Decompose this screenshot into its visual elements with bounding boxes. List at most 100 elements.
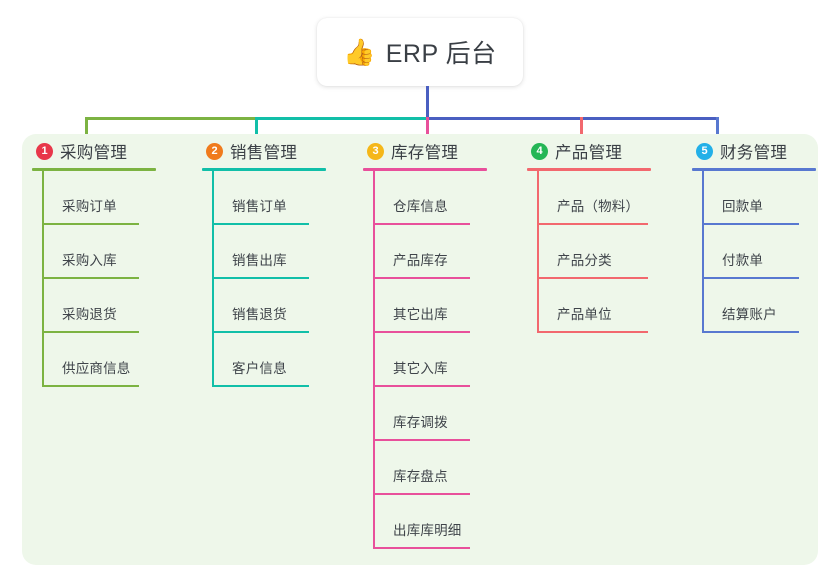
menu-item-rule <box>213 331 309 333</box>
menu-item-rule <box>538 277 648 279</box>
menu-item[interactable]: 结算账户 <box>703 279 816 333</box>
menu-item-label: 库存盘点 <box>393 469 448 484</box>
thumbs-up-icon: 👍 <box>343 37 376 67</box>
root-node-card[interactable]: 👍 ERP 后台 <box>317 18 523 86</box>
column-rule-purchase <box>32 168 156 171</box>
menu-item-rule <box>213 385 309 387</box>
menu-item[interactable]: 销售退货 <box>213 279 326 333</box>
menu-item-rule <box>374 331 470 333</box>
menu-item[interactable]: 采购订单 <box>43 171 156 225</box>
menu-item-label: 产品分类 <box>557 253 612 268</box>
column-badge-sales: 2 <box>206 142 223 160</box>
menu-item-rule <box>213 277 309 279</box>
menu-item-label: 出库库明细 <box>393 523 462 538</box>
menu-item[interactable]: 回款单 <box>703 171 816 225</box>
column-branch-finance: 回款单付款单结算账户 <box>692 171 816 333</box>
menu-item[interactable]: 采购退货 <box>43 279 156 333</box>
menu-item-label: 采购退货 <box>62 307 117 322</box>
connector-center-stem <box>426 86 429 119</box>
menu-item[interactable]: 产品分类 <box>538 225 651 279</box>
branch-trunk-finance <box>702 171 704 333</box>
column-branch-sales: 销售订单销售出库销售退货客户信息 <box>202 171 326 387</box>
menu-item-label: 产品库存 <box>393 253 448 268</box>
menu-item-label: 客户信息 <box>232 361 287 376</box>
column-inventory: 3 库存管理仓库信息产品库存其它出库其它入库库存调拨库存盘点出库库明细 <box>363 134 487 549</box>
menu-item[interactable]: 库存盘点 <box>374 441 487 495</box>
column-title-inventory: 库存管理 <box>391 144 459 162</box>
column-rule-inventory <box>363 168 487 171</box>
menu-item-rule <box>703 277 799 279</box>
column-sales: 2 销售管理销售订单销售出库销售退货客户信息 <box>202 134 326 387</box>
menu-item[interactable]: 销售出库 <box>213 225 326 279</box>
branch-trunk-sales <box>212 171 214 387</box>
column-title-sales: 销售管理 <box>230 144 298 162</box>
menu-item-label: 销售出库 <box>232 253 287 268</box>
column-branch-purchase: 采购订单采购入库采购退货供应商信息 <box>32 171 156 387</box>
menu-item-label: 采购入库 <box>62 253 117 268</box>
menu-item-rule <box>43 223 139 225</box>
menu-item-label: 付款单 <box>722 253 764 268</box>
menu-item[interactable]: 产品（物料） <box>538 171 651 225</box>
column-rule-finance <box>692 168 816 171</box>
menu-item[interactable]: 销售订单 <box>213 171 326 225</box>
menu-item-label: 其它入库 <box>393 361 448 376</box>
menu-item-label: 产品单位 <box>557 307 612 322</box>
column-badge-finance: 5 <box>696 142 713 160</box>
menu-item[interactable]: 采购入库 <box>43 225 156 279</box>
column-rule-product <box>527 168 651 171</box>
menu-item-rule <box>374 223 470 225</box>
menu-item[interactable]: 出库库明细 <box>374 495 487 549</box>
menu-item[interactable]: 供应商信息 <box>43 333 156 387</box>
connector-bus-segment-green <box>85 117 255 120</box>
menu-item[interactable]: 客户信息 <box>213 333 326 387</box>
menu-item-rule <box>43 385 139 387</box>
column-title-purchase: 采购管理 <box>60 144 128 162</box>
menu-item[interactable]: 付款单 <box>703 225 816 279</box>
menu-item-rule <box>374 547 470 549</box>
column-badge-purchase: 1 <box>36 142 53 160</box>
menu-item-rule <box>374 277 470 279</box>
column-header-sales[interactable]: 2 销售管理 <box>202 134 326 168</box>
column-title-product: 产品管理 <box>555 144 623 162</box>
menu-item-label: 结算账户 <box>722 307 777 322</box>
menu-item[interactable]: 产品单位 <box>538 279 651 333</box>
menu-item-rule <box>374 493 470 495</box>
mindmap-panel: 1 采购管理采购订单采购入库采购退货供应商信息 2 销售管理销售订单销售出库销售退货客… <box>22 134 818 565</box>
menu-item-rule <box>374 385 470 387</box>
menu-item[interactable]: 仓库信息 <box>374 171 487 225</box>
column-branch-inventory: 仓库信息产品库存其它出库其它入库库存调拨库存盘点出库库明细 <box>363 171 487 549</box>
menu-item-label: 供应商信息 <box>62 361 131 376</box>
menu-item-rule <box>43 277 139 279</box>
branch-trunk-purchase <box>42 171 44 387</box>
menu-item-rule <box>213 223 309 225</box>
menu-item-label: 仓库信息 <box>393 199 448 214</box>
column-purchase: 1 采购管理采购订单采购入库采购退货供应商信息 <box>32 134 156 387</box>
menu-item-label: 其它出库 <box>393 307 448 322</box>
menu-item-rule <box>374 439 470 441</box>
column-badge-inventory: 3 <box>367 142 384 160</box>
menu-item[interactable]: 库存调拨 <box>374 387 487 441</box>
column-badge-product: 4 <box>531 142 548 160</box>
menu-item-label: 产品（物料） <box>557 199 640 214</box>
root-node-title: ERP 后台 <box>385 40 497 68</box>
column-header-inventory[interactable]: 3 库存管理 <box>363 134 487 168</box>
column-header-product[interactable]: 4 产品管理 <box>527 134 651 168</box>
menu-item-label: 采购订单 <box>62 199 117 214</box>
menu-item-label: 销售订单 <box>232 199 287 214</box>
menu-item-rule <box>538 223 648 225</box>
branch-trunk-inventory <box>373 171 375 549</box>
menu-item-rule <box>703 331 799 333</box>
column-header-purchase[interactable]: 1 采购管理 <box>32 134 156 168</box>
menu-item-label: 回款单 <box>722 199 764 214</box>
connector-bus-segment-teal <box>255 117 426 120</box>
menu-item[interactable]: 产品库存 <box>374 225 487 279</box>
menu-item-label: 库存调拨 <box>393 415 448 430</box>
menu-item-rule <box>703 223 799 225</box>
menu-item[interactable]: 其它入库 <box>374 333 487 387</box>
menu-item-label: 销售退货 <box>232 307 287 322</box>
menu-item-rule <box>43 331 139 333</box>
connector-bus-segment-blue <box>426 117 716 120</box>
menu-item[interactable]: 其它出库 <box>374 279 487 333</box>
